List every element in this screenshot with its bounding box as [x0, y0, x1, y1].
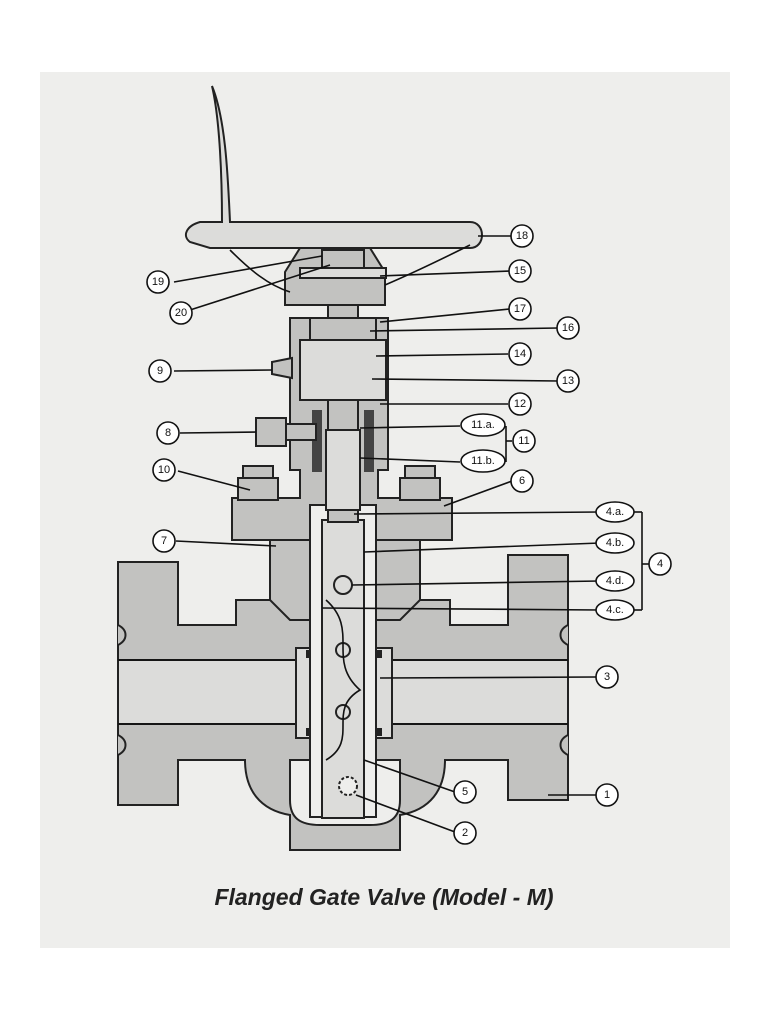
callout-20: 20: [169, 301, 193, 325]
svg-text:8: 8: [165, 427, 171, 439]
callout-1: 1: [595, 783, 619, 807]
svg-text:20: 20: [175, 307, 187, 319]
callout-4a: 4.a.: [595, 501, 635, 523]
callout-2: 2: [453, 821, 477, 845]
callout-18: 18: [510, 224, 534, 248]
svg-text:10: 10: [158, 464, 170, 476]
svg-text:4.b.: 4.b.: [606, 537, 624, 549]
callout-5: 5: [453, 780, 477, 804]
callout-15: 15: [508, 259, 532, 283]
svg-text:19: 19: [152, 276, 164, 288]
svg-text:2: 2: [462, 827, 468, 839]
svg-text:1: 1: [604, 789, 610, 801]
svg-text:4.a.: 4.a.: [606, 506, 624, 518]
svg-text:4.d.: 4.d.: [606, 575, 624, 587]
callout-13: 13: [556, 369, 580, 393]
callout-9: 9: [148, 359, 172, 383]
svg-text:11.a.: 11.a.: [471, 419, 495, 431]
svg-text:3: 3: [604, 671, 610, 683]
svg-text:16: 16: [562, 322, 574, 334]
callout-11: 11: [512, 429, 536, 453]
callout-10: 10: [152, 458, 176, 482]
callout-4b: 4.b.: [595, 532, 635, 554]
svg-text:11: 11: [518, 435, 529, 447]
callout-12: 12: [508, 392, 532, 416]
svg-text:17: 17: [514, 303, 526, 315]
svg-text:14: 14: [514, 348, 526, 360]
svg-text:12: 12: [514, 398, 526, 410]
callout-8: 8: [156, 421, 180, 445]
callout-3: 3: [595, 665, 619, 689]
handwheel: [184, 85, 483, 306]
side-fittings: [255, 356, 317, 447]
callout-4: 4: [648, 552, 672, 576]
svg-text:5: 5: [462, 786, 468, 798]
svg-text:15: 15: [514, 265, 526, 277]
callout-17: 17: [508, 297, 532, 321]
svg-text:13: 13: [562, 375, 574, 387]
svg-text:11.b.: 11.b.: [471, 455, 495, 467]
callout-6: 6: [510, 469, 534, 493]
callout-11a: 11.a.: [460, 413, 506, 437]
callout-19: 19: [146, 270, 170, 294]
leader-lines: [173, 235, 650, 833]
svg-text:18: 18: [516, 230, 528, 242]
callout-4d: 4.d.: [595, 570, 635, 592]
gate-and-stem: [299, 271, 387, 819]
callout-11b: 11.b.: [460, 449, 506, 473]
svg-text:4.c.: 4.c.: [606, 604, 624, 616]
callout-4c: 4.c.: [595, 599, 635, 621]
svg-text:6: 6: [519, 475, 525, 487]
svg-text:4: 4: [657, 558, 663, 570]
callout-7: 7: [152, 529, 176, 553]
callout-16: 16: [556, 316, 580, 340]
svg-text:9: 9: [157, 365, 163, 377]
diagram-caption: Flanged Gate Valve (Model - M): [214, 884, 554, 910]
callout-14: 14: [508, 342, 532, 366]
svg-text:7: 7: [161, 535, 167, 547]
